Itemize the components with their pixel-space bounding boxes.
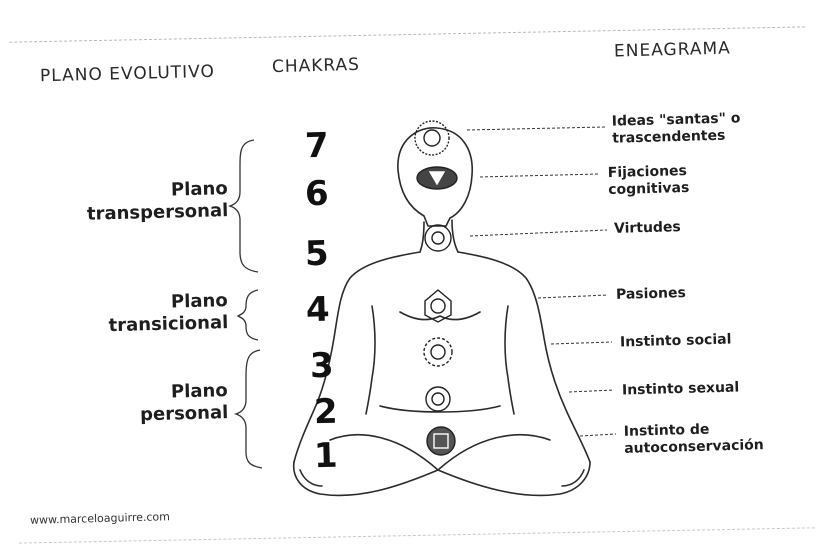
brace-transpersonal	[230, 140, 258, 272]
chakra-number-3: 3	[309, 346, 334, 387]
header-chakras: CHAKRAS	[272, 55, 360, 77]
brace-transicional	[238, 290, 258, 340]
chakra-3-solar-icon	[424, 338, 452, 366]
chakra-1-root-icon	[427, 427, 455, 455]
chakra-number-5: 5	[304, 234, 329, 275]
header-eneagrama: ENEAGRAMA	[614, 38, 731, 61]
plane-transicional-label: Plano transicional	[79, 290, 228, 338]
chakra-number-1: 1	[313, 436, 338, 477]
leader-autoconservacion	[580, 434, 616, 436]
leader-social	[551, 342, 612, 344]
figure-torso-right	[458, 252, 590, 462]
annotation-virtudes: Virtudes	[614, 219, 681, 238]
chakra-number-7: 7	[304, 126, 329, 167]
annotation-fijaciones: Fijaciones cognitivas	[608, 163, 690, 199]
annotation-instinto-social: Instinto social	[620, 332, 732, 352]
plane-personal-label: Plano personal	[79, 380, 228, 428]
chakra-2-sacral-icon	[426, 387, 450, 411]
leader-fijaciones	[480, 174, 600, 177]
figure-arm-left	[366, 306, 375, 414]
chakra-number-4: 4	[305, 290, 330, 331]
chakra-5-throat-icon	[425, 225, 451, 251]
leader-sexual	[569, 390, 614, 392]
plane-transpersonal-label: Plano transpersonal	[79, 178, 228, 226]
chakra-number-6: 6	[304, 174, 329, 215]
leader-virtudes	[470, 230, 607, 236]
annotation-pasiones: Pasiones	[616, 285, 686, 304]
brace-personal	[236, 350, 262, 468]
chakra-symbols	[415, 121, 457, 455]
leader-pasiones	[538, 295, 608, 298]
annotation-ideas: Ideas "santas" o trascendentes	[612, 110, 742, 147]
annotation-instinto-autoconservacion: Instinto de autoconservación	[624, 420, 764, 458]
leader-ideas	[467, 127, 605, 130]
chakra-7-crown-icon	[415, 121, 449, 155]
chakra-number-2: 2	[313, 392, 338, 433]
figure-arm-right	[505, 306, 514, 414]
annotation-instinto-sexual: Instinto sexual	[622, 379, 740, 399]
